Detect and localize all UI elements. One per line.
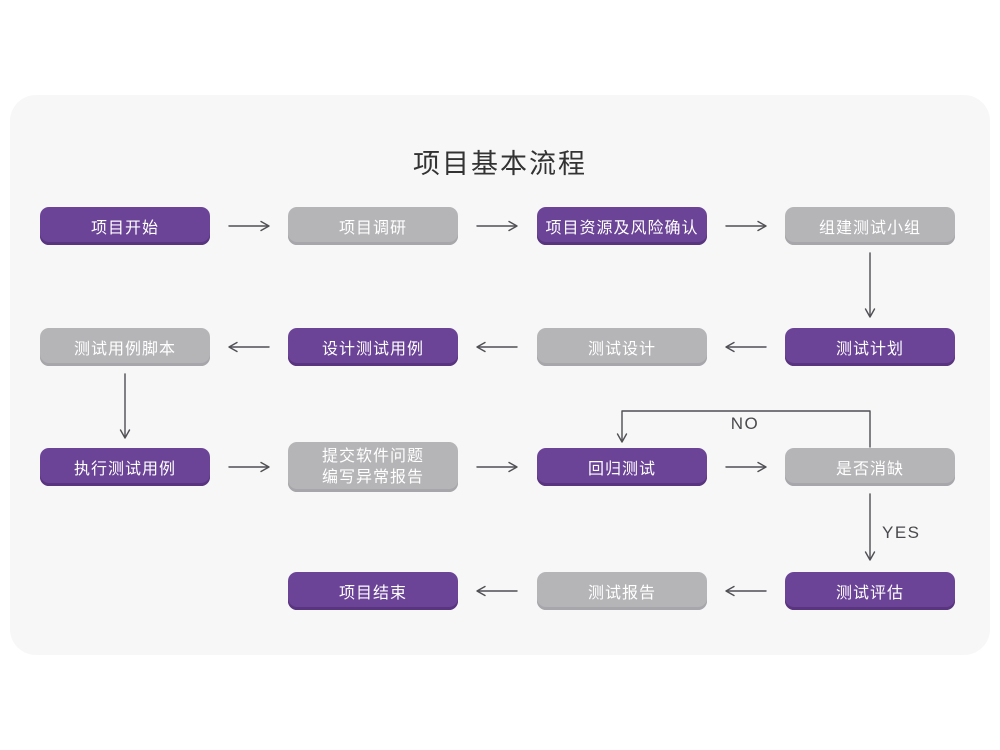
node-project-start: 项目开始 [40, 207, 210, 245]
node-execute-test-case: 执行测试用例 [40, 448, 210, 486]
node-resource-risk-confirm: 项目资源及风险确认 [537, 207, 707, 245]
node-test-design: 测试设计 [537, 328, 707, 366]
node-test-report: 测试报告 [537, 572, 707, 610]
yes-branch-label: YES [882, 523, 921, 542]
node-regression-test: 回归测试 [537, 448, 707, 486]
node-project-research: 项目调研 [288, 207, 458, 245]
node-build-test-team: 组建测试小组 [785, 207, 955, 245]
node-defect-resolved: 是否消缺 [785, 448, 955, 486]
node-project-end: 项目结束 [288, 572, 458, 610]
page-title: 项目基本流程 [413, 149, 587, 179]
node-submit-issue-report: 提交软件问题 编写异常报告 [288, 442, 458, 492]
no-branch-label: NO [730, 414, 760, 433]
node-test-evaluation: 测试评估 [785, 572, 955, 610]
flowchart-card [10, 95, 990, 655]
node-test-plan: 测试计划 [785, 328, 955, 366]
node-design-test-case: 设计测试用例 [288, 328, 458, 366]
node-test-case-script: 测试用例脚本 [40, 328, 210, 366]
